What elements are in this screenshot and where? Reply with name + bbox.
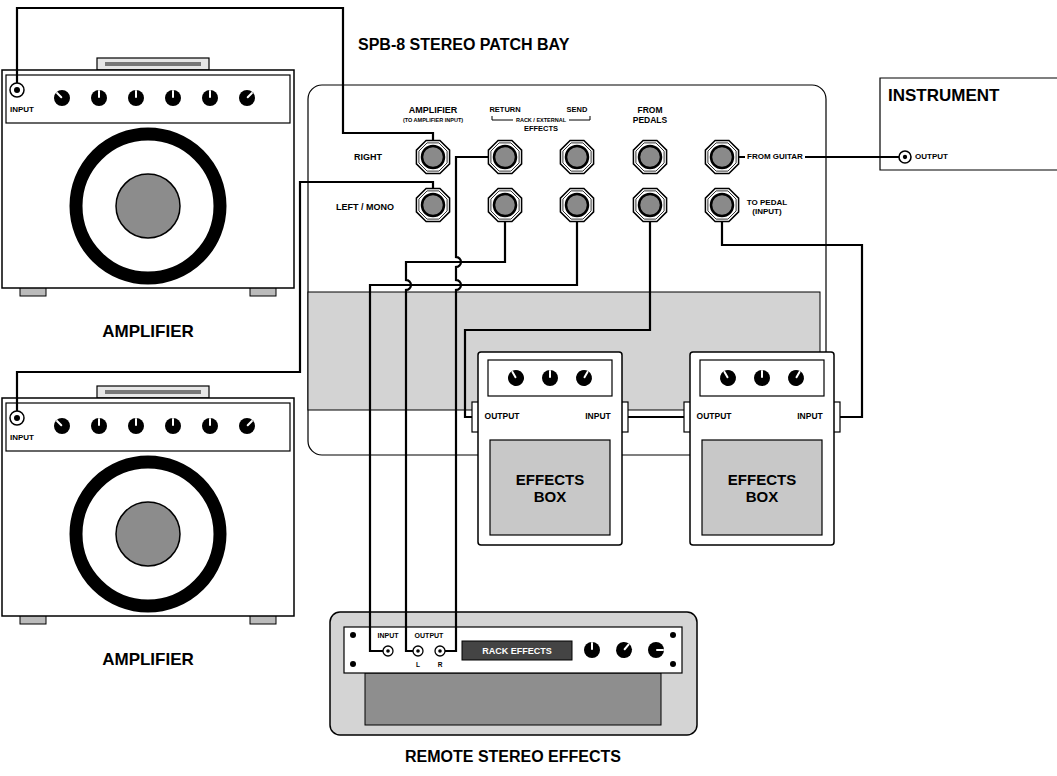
panel-jack	[488, 140, 521, 173]
patch-cable	[628, 416, 684, 418]
rack-screw	[670, 632, 676, 638]
jack-label: L	[416, 661, 420, 668]
jack-label: OUTPUT	[915, 152, 948, 161]
panel-jack	[633, 140, 666, 173]
amplifier-drawing	[2, 58, 294, 296]
row-label: LEFT / MONO	[336, 202, 394, 212]
patch-cable	[370, 222, 577, 651]
jack-label: TO PEDAL (INPUT)	[743, 198, 791, 216]
jack-label: OUTPUT	[485, 412, 520, 422]
panel-jack	[705, 140, 738, 173]
amplifier: INPUTAMPLIFIER	[2, 398, 294, 616]
jack-label: R	[438, 661, 443, 668]
column-label: AMPLIFIER	[409, 105, 458, 115]
rack-unit: INPUTOUTPUTLRRACK EFFECTSREMOTE STEREO E…	[330, 612, 697, 735]
column-label: SEND	[567, 106, 588, 115]
amplifier: INPUTAMPLIFIER	[2, 70, 294, 288]
column-note: (TO AMPLIFIER INPUT)	[403, 117, 463, 123]
device-label: REMOTE STEREO EFFECTS	[405, 748, 621, 766]
jack-label: INPUT	[585, 412, 611, 422]
panel-jack	[560, 188, 593, 221]
device-label: EFFECTS BOX	[722, 471, 802, 506]
knob	[584, 642, 600, 658]
instrument: INSTRUMENT OUTPUT	[880, 78, 1057, 170]
effects-pedal: OUTPUT INPUT EFFECTS BOX	[684, 352, 840, 545]
patch-cable	[465, 222, 650, 417]
bracket-label: RACK / EXTERNAL	[516, 117, 566, 123]
rack-jack	[435, 646, 445, 656]
rack-jack	[413, 646, 423, 656]
patch-cable	[722, 222, 862, 417]
rack-screw	[670, 661, 676, 667]
patch-bay: SPB-8 STEREO PATCH BAYAMPLIFIER(TO AMPLI…	[308, 85, 826, 455]
unit-name: RACK EFFECTS	[482, 645, 552, 655]
device-label: EFFECTS BOX	[510, 471, 590, 506]
column-label: FROM PEDALS	[628, 106, 672, 126]
panel-jack	[633, 188, 666, 221]
device-label: AMPLIFIER	[102, 650, 194, 670]
panel-jack	[416, 188, 449, 221]
rack-jack	[383, 646, 393, 656]
rack-body	[365, 673, 661, 725]
patch-cable	[445, 157, 488, 651]
bracket-label: EFFECTS	[524, 125, 558, 134]
instrument-box	[880, 78, 1057, 170]
jack-label: OUTPUT	[697, 412, 732, 422]
jack-label: INPUT	[10, 433, 34, 442]
patch-cable	[17, 182, 433, 411]
row-label: RIGHT	[354, 152, 382, 162]
effects-pedal: OUTPUT INPUT EFFECTS BOX	[472, 352, 628, 545]
panel-jack	[705, 188, 738, 221]
device-label: AMPLIFIER	[102, 322, 194, 342]
device-title: SPB-8 STEREO PATCH BAY	[358, 36, 569, 54]
jack-label: INPUT	[797, 412, 823, 422]
effects-pedal-drawing	[684, 352, 840, 545]
rack-screw	[350, 632, 356, 638]
panel-jack	[416, 140, 449, 173]
instrument-output-jack	[899, 151, 911, 163]
jack-label: OUTPUT	[415, 632, 444, 640]
amplifier-drawing	[2, 386, 294, 624]
rack-case	[330, 612, 697, 735]
knob	[648, 642, 664, 658]
jack-label: FROM GUITAR	[745, 152, 805, 161]
panel-jack	[488, 188, 521, 221]
rack-front-panel	[344, 627, 682, 673]
patch-cable	[17, 8, 433, 140]
jack-label: INPUT	[378, 632, 399, 640]
effects-pedal-drawing	[472, 352, 628, 545]
column-label: RETURN	[489, 106, 520, 115]
knob	[613, 639, 636, 662]
jack-label: INPUT	[10, 105, 34, 114]
device-label: INSTRUMENT	[888, 86, 999, 106]
rack-name-plate	[462, 641, 572, 660]
rack-screw	[350, 661, 356, 667]
panel-jack	[560, 140, 593, 173]
